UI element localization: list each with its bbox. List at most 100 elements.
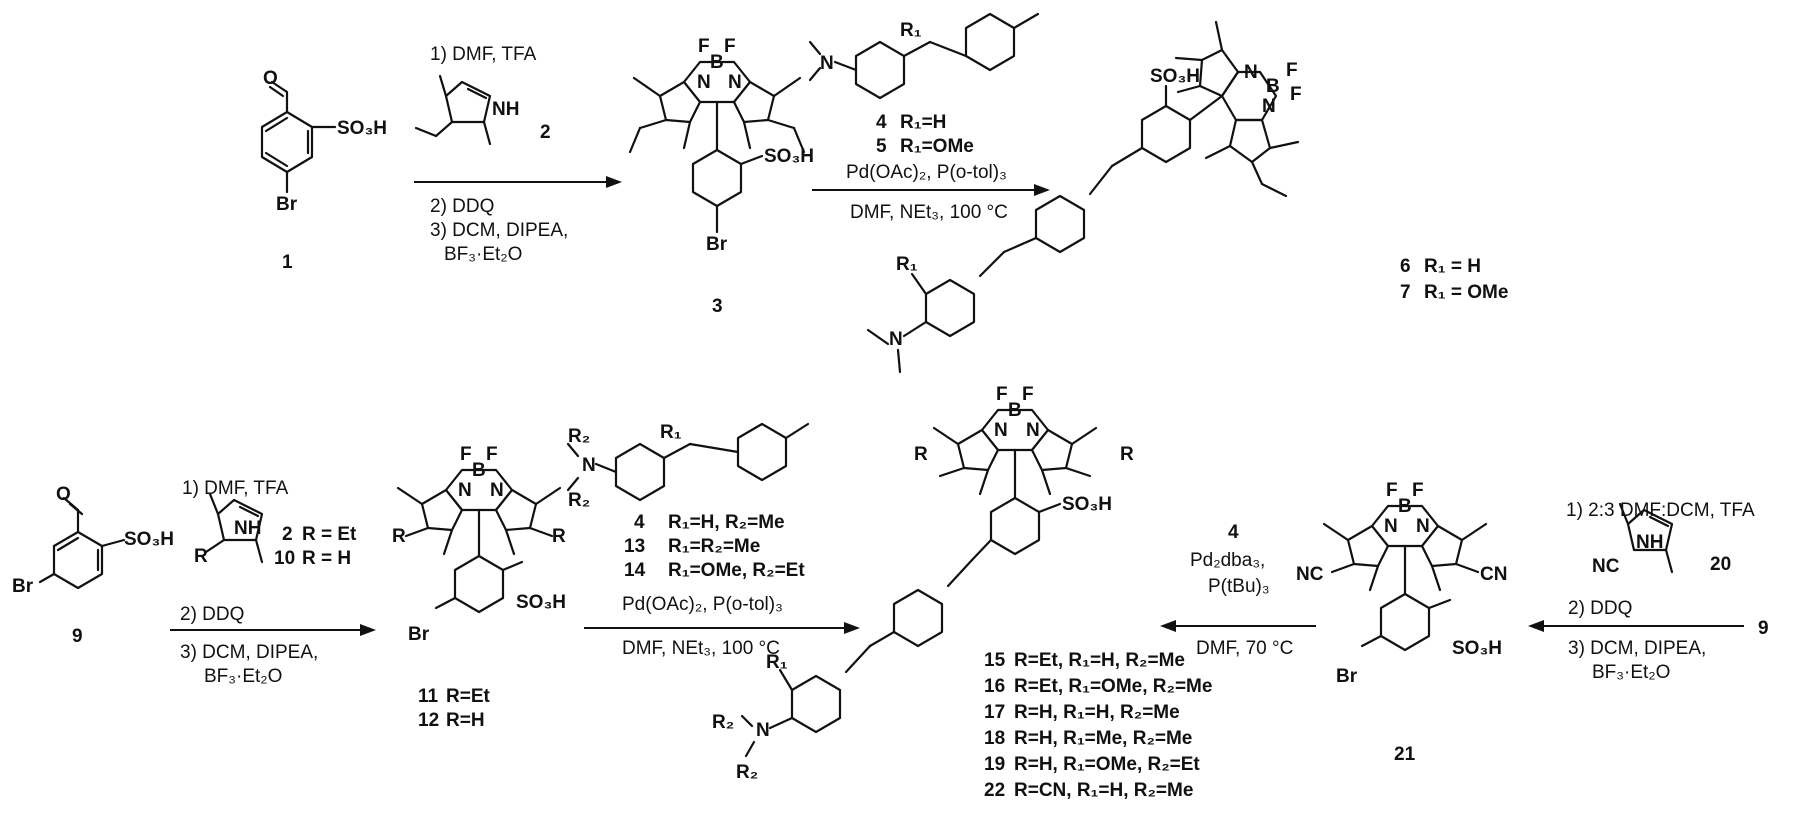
reagent-desc-4-top: R₁=H (900, 112, 946, 133)
r1-label-mid: R₁ (660, 422, 682, 443)
reagent-desc-4-mid: R₁=H, R₂=Me (668, 512, 785, 533)
n-dimethyl-6: N (889, 329, 903, 350)
r2-label-mid-a: R₂ (568, 426, 590, 447)
nc-label-21: NC (1296, 564, 1324, 585)
oxygen-atom: O (263, 68, 278, 89)
reagent-number-13: 13 (624, 536, 645, 557)
compound-number-3: 3 (712, 296, 723, 317)
compound-desc-2-bottom: R = Et (302, 524, 357, 545)
arrow-6-condition-below-2: 3) DCM, DIPEA, (1568, 638, 1706, 659)
arrow-6-condition-below-1: 2) DDQ (1568, 598, 1632, 619)
product-number-19: 19 (984, 754, 1005, 775)
reaction-arrow-5: 4 Pd₂dba₃, P(tBu)₃ DMF, 70 °C (1160, 522, 1316, 659)
arrow-1-condition-below-3: BF₃·Et₂O (444, 244, 522, 265)
compound-21: N N B F F NC CN SO₃H Br 21 (1296, 480, 1507, 765)
reaction-arrow-6: 1) 2:3 DMF:DCM, TFA 2) DDQ 3) DCM, DIPEA… (1528, 500, 1769, 683)
bromo-label-9: Br (12, 576, 34, 597)
nh-label-20: NH (1636, 532, 1663, 553)
f-atom-p-a: F (996, 384, 1008, 405)
f-atom-3a: F (698, 36, 710, 57)
r1-label-6: R₁ (896, 254, 918, 275)
r1-label-p: R₁ (766, 652, 788, 673)
sulfonic-acid-label-6: SO₃H (1150, 66, 1200, 87)
sulfonic-acid-label-p: SO₃H (1062, 494, 1112, 515)
arrow-3-condition-below-3: BF₃·Et₂O (204, 666, 282, 687)
reagent-number-5-top: 5 (876, 136, 887, 157)
b-atom-11: B (472, 460, 486, 481)
f-atom-21b: F (1412, 480, 1424, 501)
f-atom-11b: F (486, 444, 498, 465)
b-atom-p: B (1008, 400, 1022, 421)
bromo-label: Br (276, 194, 298, 215)
r-label-p-left: R (914, 444, 928, 465)
products-15-22: N N B F F R R SO₃H R₁ N R₂ R₂ (712, 384, 1134, 783)
arrow-5-condition-above-3: P(tBu)₃ (1208, 576, 1270, 597)
compound-number-11: 11 (418, 686, 439, 707)
r2-label-mid-b: R₂ (568, 490, 590, 511)
product-number-15: 15 (984, 650, 1006, 671)
compound-desc-12: R=H (446, 710, 485, 731)
f-atom-11a: F (460, 444, 472, 465)
reagent-4-5-top: N R₁ 4 R₁=H 5 R₁=OMe (808, 12, 1040, 157)
arrow-5-condition-below: DMF, 70 °C (1196, 638, 1293, 659)
compound-desc-11: R=Et (446, 686, 490, 707)
sulfonic-acid-label-9: SO₃H (124, 529, 174, 550)
n-atom-21b: N (1416, 516, 1430, 537)
b-atom-3: B (710, 52, 724, 73)
r-label-p-right: R (1120, 444, 1134, 465)
product-desc-15: R=Et, R₁=H, R₂=Me (1014, 650, 1185, 671)
compound-number-9-right: 9 (1758, 618, 1769, 639)
reaction-arrow-4: Pd(OAc)₂, P(o-tol)₃ DMF, NEt₃, 100 °C (584, 594, 860, 659)
arrow-2-condition-below: DMF, NEt₃, 100 °C (850, 202, 1008, 223)
reagent-desc-13: R₁=R₂=Me (668, 536, 760, 557)
n-atom-6b: N (1262, 96, 1276, 117)
f-atom-p-b: F (1022, 384, 1034, 405)
sulfonic-acid-label-3: SO₃H (764, 146, 814, 167)
nh-label-bottom: NH (234, 518, 261, 539)
arrow-2-condition-above: Pd(OAc)₂, P(o-tol)₃ (846, 162, 1007, 183)
product-desc-19: R=H, R₁=OMe, R₂=Et (1014, 754, 1200, 775)
compound-number-10: 10 (274, 548, 295, 569)
pyrrole-20: NH NC 20 (1592, 502, 1731, 577)
n-dimethyl-top: N (820, 53, 834, 74)
pyrrole-2-top: NH 2 (414, 74, 551, 146)
n-amine-mid: N (582, 455, 596, 476)
arrow-4-condition-above: Pd(OAc)₂, P(o-tol)₃ (622, 594, 783, 615)
r-label-11-right: R (552, 526, 566, 547)
arrow-4-condition-below: DMF, NEt₃, 100 °C (622, 638, 780, 659)
reagent-desc-5-top: R₁=OMe (900, 136, 974, 157)
r2-label-p-a: R₂ (712, 712, 734, 733)
compound-number-2-top: 2 (540, 122, 551, 143)
reaction-arrow-2: Pd(OAc)₂, P(o-tol)₃ DMF, NEt₃, 100 °C (812, 162, 1050, 223)
f-atom-6a: F (1286, 60, 1298, 81)
compound-number-12: 12 (418, 710, 439, 731)
cn-label-21: CN (1480, 564, 1507, 585)
b-atom-21: B (1398, 496, 1412, 517)
reagent-number-14: 14 (624, 560, 646, 581)
arrow-5-condition-above-2: Pd₂dba₃, (1190, 550, 1265, 571)
n-amine-p: N (756, 720, 770, 741)
n-atom-3b: N (728, 72, 742, 93)
r2-label-p-b: R₂ (736, 762, 758, 783)
product-desc-22: R=CN, R₁=H, R₂=Me (1014, 780, 1193, 801)
compound-desc-7: R₁ = OMe (1424, 282, 1508, 303)
compound-6-7: N N B F F SO₃H R₁ N 6 R₁ = H 7 R₁ = OMe (866, 20, 1508, 374)
product-desc-17: R=H, R₁=H, R₂=Me (1014, 702, 1180, 723)
f-atom-21a: F (1386, 480, 1398, 501)
n-atom-11b: N (490, 480, 504, 501)
n-atom-p-b: N (1026, 420, 1040, 441)
bromo-label-3: Br (706, 234, 728, 255)
compound-desc-10: R = H (302, 548, 351, 569)
n-atom-6a: N (1244, 62, 1258, 83)
n-atom-p-a: N (994, 420, 1008, 441)
n-atom-21a: N (1384, 516, 1398, 537)
arrow-1-condition-above-1: 1) DMF, TFA (430, 44, 537, 65)
arrow-6-condition-above: 1) 2:3 DMF:DCM, TFA (1566, 500, 1755, 521)
r1-label-top: R₁ (900, 20, 922, 41)
compound-number-7: 7 (1400, 282, 1411, 303)
product-number-17: 17 (984, 702, 1005, 723)
bromo-label-11: Br (408, 624, 430, 645)
product-number-22: 22 (984, 780, 1005, 801)
arrow-1-condition-below-2: 3) DCM, DIPEA, (430, 220, 568, 241)
